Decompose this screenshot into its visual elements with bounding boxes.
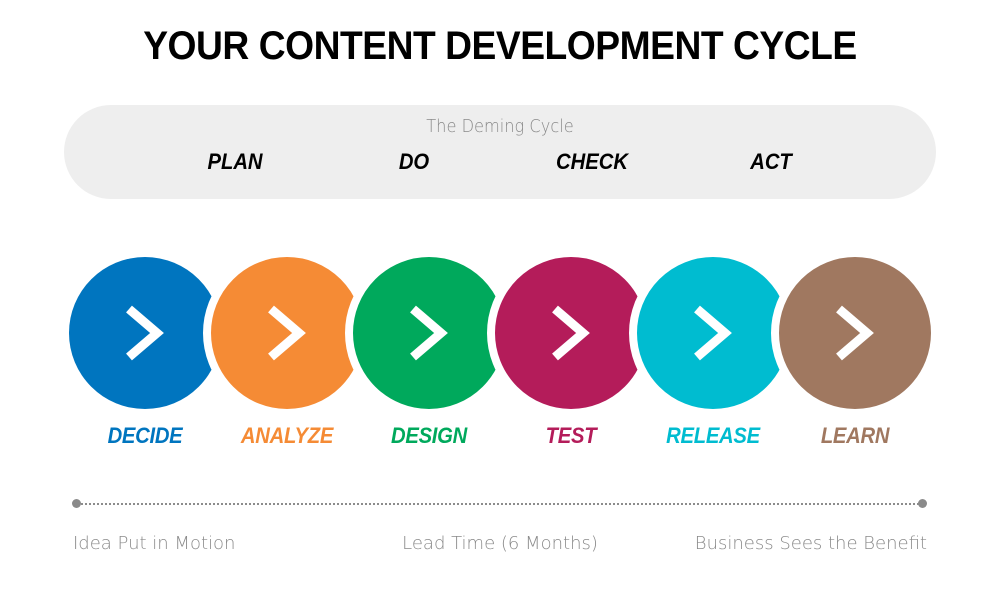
step-design-circle (345, 249, 513, 417)
timeline-start-label: Idea Put in Motion (73, 533, 236, 554)
phase-plan: PLAN (207, 149, 263, 174)
step-design-label: DESIGN (391, 423, 467, 448)
timeline-line (77, 503, 923, 505)
timeline-end-label: Business Sees the Benefit (694, 533, 927, 554)
deming-cycle-title: The Deming Cycle (426, 116, 574, 137)
chevron-right-icon (268, 305, 306, 361)
step-test-circle (487, 249, 655, 417)
step-decide-circle (69, 257, 221, 409)
step-learn-circle (771, 249, 939, 417)
step-learn-label: LEARN (820, 423, 890, 448)
phase-act: ACT (750, 149, 792, 174)
phase-do: DO (398, 149, 430, 174)
chevron-right-icon (552, 305, 590, 361)
step-decide-label: DECIDE (107, 423, 183, 448)
deming-cycle-banner: The Deming Cycle PLAN DO CHECK ACT (64, 105, 936, 199)
step-test-label: TEST (545, 423, 597, 448)
chevron-right-icon (694, 305, 732, 361)
step-release-label: RELEASE (666, 423, 760, 448)
chevron-right-icon (126, 305, 164, 361)
step-analyze-label: ANALYZE (240, 423, 334, 448)
timeline-middle-label: Lead Time (6 Months) (402, 533, 598, 554)
page-title: YOUR CONTENT DEVELOPMENT CYCLE (143, 24, 857, 68)
phase-check: CHECK (556, 149, 628, 174)
chevron-right-icon (836, 305, 874, 361)
timeline-start-dot (72, 499, 81, 508)
chevron-right-icon (410, 305, 448, 361)
timeline-end-dot (918, 499, 927, 508)
